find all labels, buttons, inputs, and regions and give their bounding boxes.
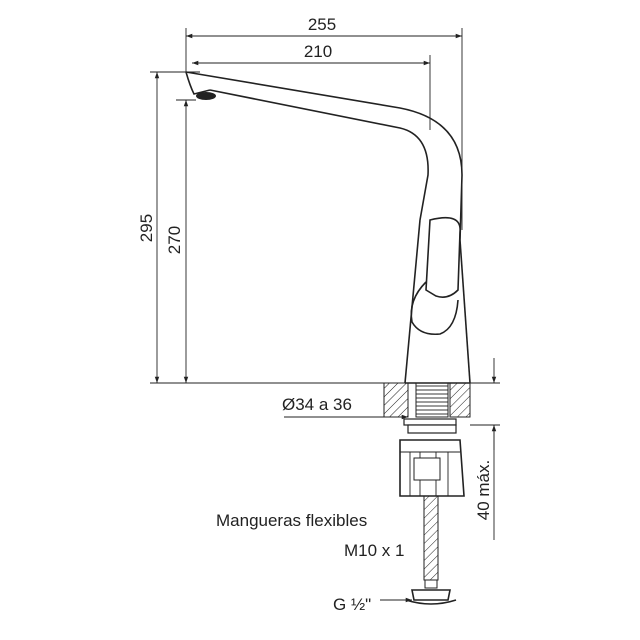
hoses-label: Mangueras flexibles: [216, 511, 367, 530]
dimension-total-reach: 255: [186, 15, 462, 39]
dimension-hole-diameter-label: Ø34 a 36: [282, 395, 352, 414]
dimension-spout-height-label: 270: [165, 226, 184, 254]
flexible-hose: [405, 495, 457, 605]
dimension-spout-height: 270: [165, 100, 189, 383]
worktop-section: [383, 382, 471, 426]
lever-handle: [425, 216, 461, 298]
thread-label: G ½": [333, 595, 371, 614]
dimension-max-thickness: 40 máx.: [474, 358, 497, 540]
hoses-thread-label: M10 x 1: [344, 541, 404, 560]
threaded-shank: [415, 382, 449, 418]
extension-lines: [150, 28, 500, 426]
dimension-max-thickness-label: 40 máx.: [474, 460, 493, 520]
dimension-total-reach-label: 255: [308, 15, 336, 34]
dimension-spout-reach-label: 210: [304, 42, 332, 61]
dimension-total-height-label: 295: [137, 214, 156, 242]
faucet-body: [185, 71, 471, 384]
dimension-spout-reach: 210: [192, 42, 430, 66]
thread-callout: G ½": [333, 595, 412, 614]
aerator-icon: [196, 92, 216, 100]
dimension-hole-diameter: Ø34 a 36: [282, 395, 408, 420]
dimension-total-height: 295: [137, 72, 160, 383]
mounting-nut: [399, 424, 465, 497]
